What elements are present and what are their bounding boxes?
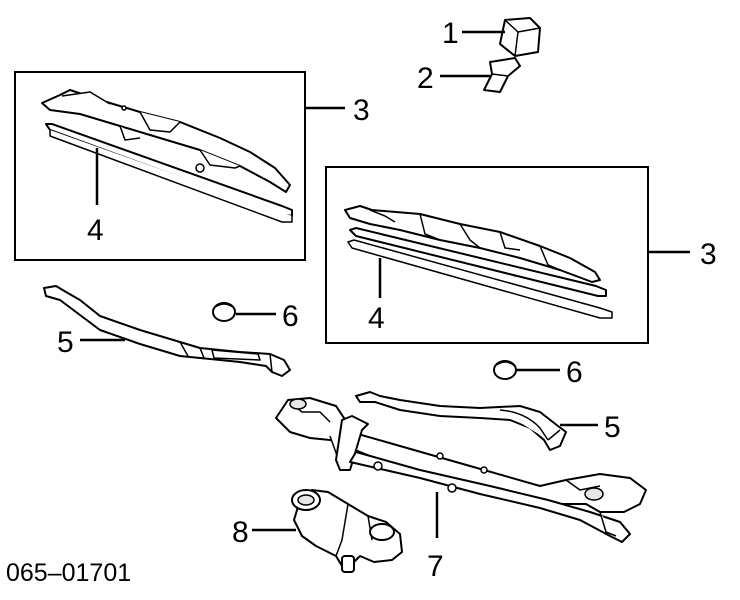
callout-2: 2 bbox=[417, 62, 434, 95]
callout-6a: 6 bbox=[282, 300, 299, 333]
callout-4b: 4 bbox=[368, 302, 385, 335]
callout-1: 1 bbox=[442, 17, 459, 50]
part-7-wiper-linkage bbox=[275, 397, 647, 543]
part-1-wiper-cap bbox=[499, 17, 541, 57]
blade-box-right bbox=[325, 166, 649, 344]
callout-8: 8 bbox=[232, 516, 249, 549]
part-5-wiper-arm-left bbox=[43, 285, 291, 377]
callout-7: 7 bbox=[427, 550, 444, 583]
blade-box-left bbox=[14, 71, 306, 261]
part-3-wiper-blade-left bbox=[41, 89, 291, 193]
part-3-wiper-blade-right bbox=[344, 205, 601, 283]
callout-6b: 6 bbox=[566, 356, 583, 389]
part-5-wiper-arm-right bbox=[355, 391, 567, 451]
callout-5b: 5 bbox=[604, 411, 621, 444]
part-2-clip bbox=[483, 57, 521, 93]
part-4-blade-insert-left bbox=[45, 123, 293, 223]
part-6-cap-left bbox=[212, 302, 236, 322]
callout-5a: 5 bbox=[57, 326, 74, 359]
callout-3a: 3 bbox=[353, 94, 370, 127]
callout-4a: 4 bbox=[87, 214, 104, 247]
part-4-blade-insert-right bbox=[347, 227, 613, 319]
part-8-wiper-motor bbox=[291, 489, 403, 573]
callout-3b: 3 bbox=[700, 238, 717, 271]
diagram-part-number: 065–01701 bbox=[6, 559, 131, 587]
part-6-cap-right bbox=[493, 360, 517, 380]
